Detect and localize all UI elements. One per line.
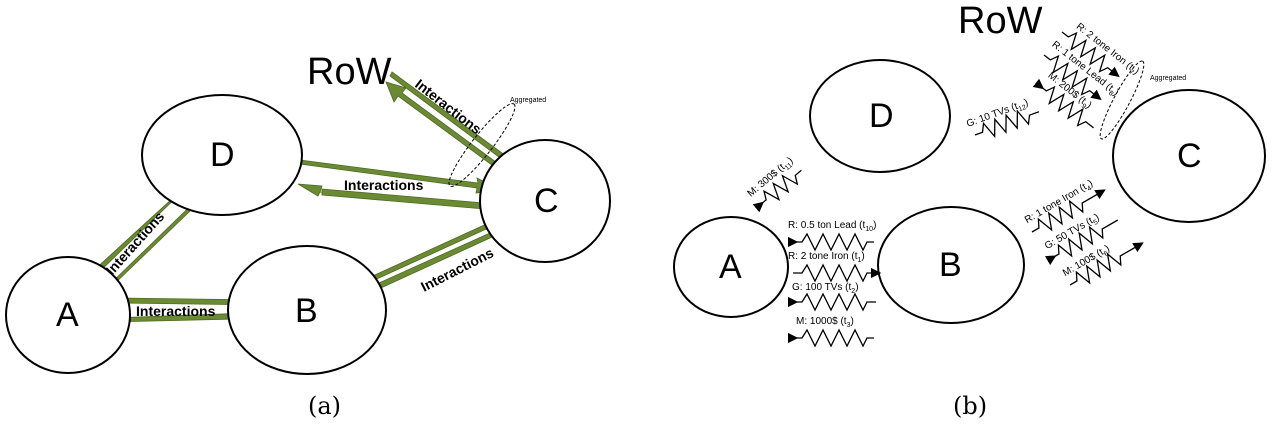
node-c-label: C [534,182,559,220]
node-d-b [809,59,951,173]
node-a-b-label: A [719,248,742,286]
row-label: RoW [307,51,392,93]
aggregated-group [448,103,516,187]
node-d-label: D [210,136,235,174]
node-c [479,139,611,263]
arrow-c-to-row [385,81,501,169]
flow-dc-tvs: G: 10 TVs (t12) [965,97,1040,139]
node-b-b-label: B [939,246,962,284]
caption-a: (a) [308,392,341,420]
row-b-label: RoW [958,0,1043,42]
svg-text:M: 300$ (t11): M: 300$ (t11) [746,155,797,201]
interactions-label-ad: Interactions [102,208,167,278]
node-a-b [673,216,789,318]
aggregated-label-a: Aggregated [510,97,546,104]
flow-ab-tvs: G: 100 TVs (t2) [787,282,876,312]
svg-text:R: 0.5 ton Lead (t10): R: 0.5 ton Lead (t10) [788,220,876,233]
node-a [5,256,131,374]
interactions-label-ab: Interactions [136,303,216,319]
node-c-b-label: C [1177,137,1202,175]
panel-a: A B C D RoW Interactions Interactions In… [5,51,611,420]
flow-ad-money: M: 300$ (t11) [746,155,802,213]
caption-b: (b) [953,392,987,420]
node-b-label: B [295,292,318,330]
svg-text:M: 100$ (t6): M: 100$ (t6) [1061,243,1113,280]
flow-ab-money: M: 1000$ (t3) [787,316,874,348]
node-a-label: A [56,296,79,334]
flow-bc-money: M: 100$ (t6) [1061,242,1144,286]
svg-text:M: 1000$ (t3): M: 1000$ (t3) [796,316,854,329]
node-d-b-label: D [869,97,894,135]
node-c-b [1112,89,1266,223]
flow-ab-iron: R: 2 tone Iron (t1) [788,251,882,283]
flow-ab-lead: R: 0.5 ton Lead (t10) [787,220,876,252]
interactions-label-dc: Interactions [344,177,424,193]
node-d [141,94,303,216]
svg-text:G: 100 TVs (t2): G: 100 TVs (t2) [792,282,859,295]
aggregated-label-b: Aggregated [1150,75,1186,82]
arrow-c-to-d [297,183,485,207]
node-b-b [877,206,1025,324]
panel-b: D A B C RoW R: 0.5 ton Lead (t10) R: 2 t… [673,0,1266,420]
svg-text:R: 2 tone Iron (t1): R: 2 tone Iron (t1) [788,251,865,264]
node-b [227,245,387,375]
